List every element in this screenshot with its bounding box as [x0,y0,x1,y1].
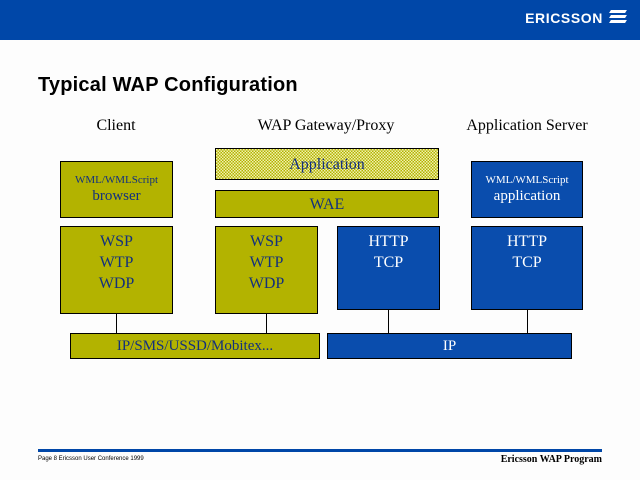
column-heading-application-server: Application Server [466,117,588,134]
footer-left-text: Page 8 Ericsson User Conference 1999 [38,456,144,462]
box-wap-wae-label: WAE [309,195,345,213]
box-wap-stack-wsp: WSP [250,233,283,250]
page-title: Typical WAP Configuration [38,74,298,96]
box-wap-http-line2: TCP [373,254,404,271]
box-appserver-http-line2: TCP [512,254,542,271]
box-client-browser: WML/WMLScript browser [60,161,173,218]
box-client-stack-wdp: WDP [98,275,135,292]
box-client-browser-line1: WML/WMLScript [74,174,159,186]
box-wap-http-line1: HTTP [368,233,409,250]
box-bearer-left: IP/SMS/USSD/Mobitex... [70,333,320,359]
footer-right-text: Ericsson WAP Program [500,454,602,465]
header-bar: ERICSSON [0,0,640,40]
connector-wap-http-to-ip [388,310,389,333]
box-appserver-application-line2: application [493,188,561,204]
box-client-stack-wsp: WSP [100,233,133,250]
box-appserver-application-line1: WML/WMLScript [485,174,569,186]
ericsson-logo: ERICSSON [525,9,627,26]
connector-appserver-http-to-ip [527,310,528,333]
brand-name: ERICSSON [525,9,603,26]
ericsson-three-bars-icon [609,9,627,26]
box-wap-http-tcp: HTTP TCP [337,226,440,310]
box-client-browser-line2: browser [92,188,141,204]
column-heading-client: Client [96,117,136,134]
box-client-protocol-stack: WSP WTP WDP [60,226,173,314]
box-client-stack-wtp: WTP [99,254,134,271]
box-bearer-left-label: IP/SMS/USSD/Mobitex... [116,337,274,354]
box-wap-application: Application [215,148,439,180]
box-wap-stack-wdp: WDP [248,275,285,292]
box-wap-application-label: Application [289,155,365,173]
box-appserver-http-tcp: HTTP TCP [471,226,583,310]
box-wap-protocol-stack: WSP WTP WDP [215,226,318,314]
box-wap-wae: WAE [215,190,439,218]
footer-divider [38,449,602,452]
box-bearer-right-ip: IP [327,333,572,359]
box-appserver-application: WML/WMLScript application [471,161,583,218]
box-wap-stack-wtp: WTP [249,254,284,271]
box-appserver-http-line1: HTTP [507,233,547,250]
box-bearer-right-label: IP [442,337,457,354]
connector-wap-stack-to-bearer [266,314,267,333]
connector-client-stack-to-bearer [116,314,117,333]
column-heading-wap-gateway-proxy: WAP Gateway/Proxy [257,117,395,134]
